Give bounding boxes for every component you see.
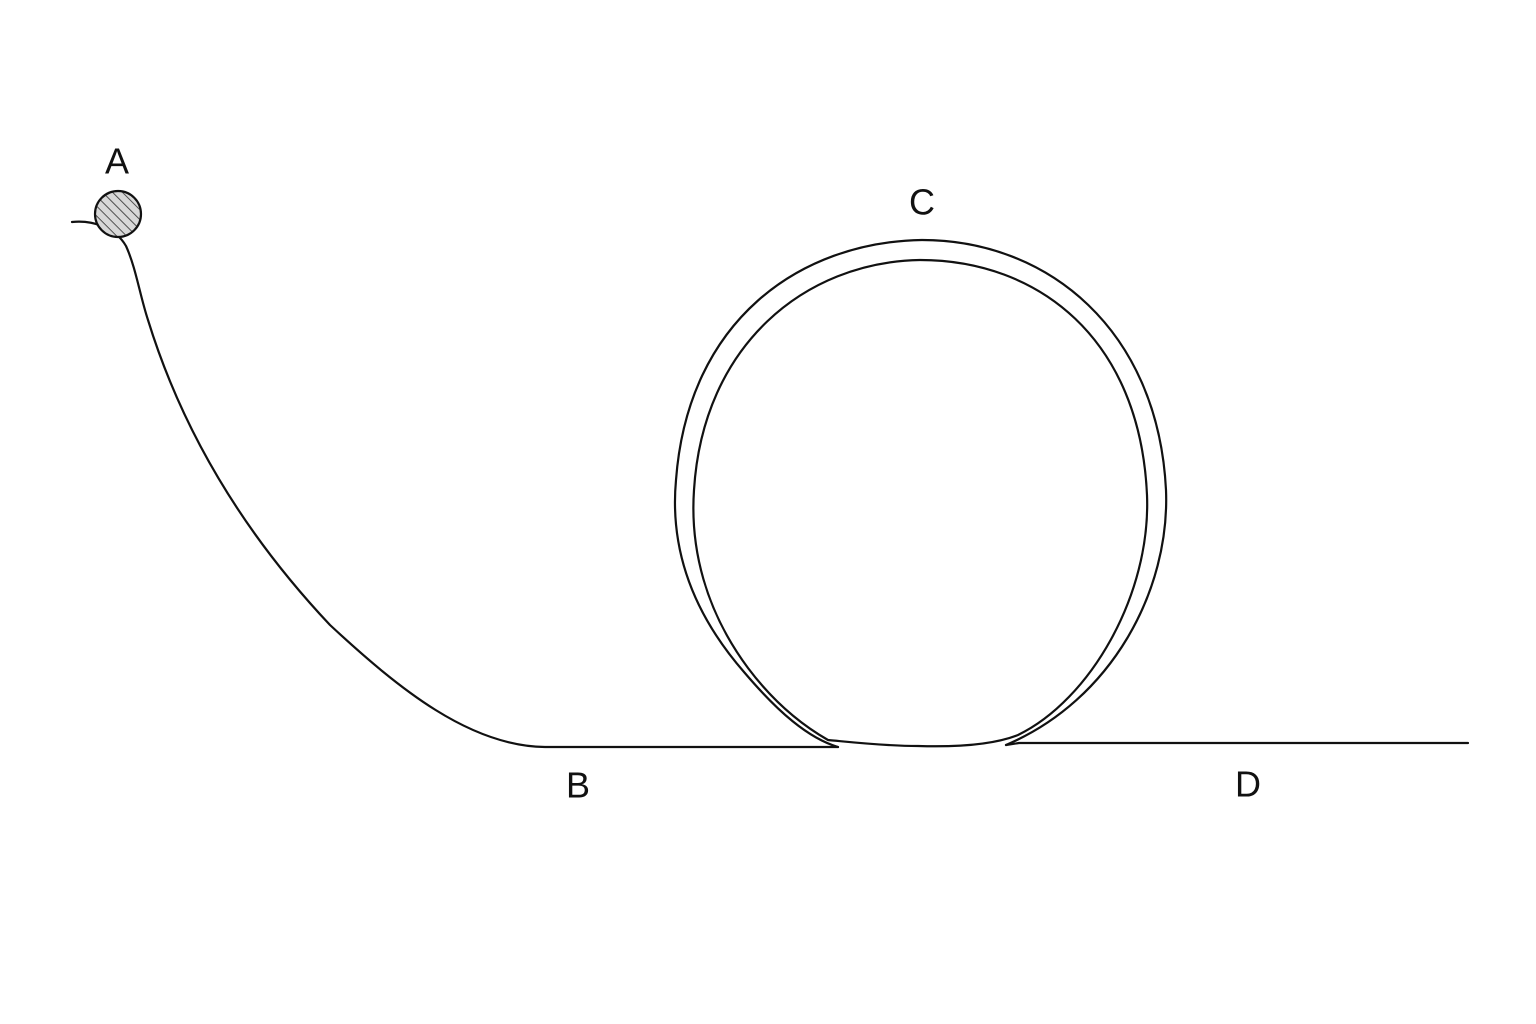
ball (93, 189, 143, 239)
ramp-curve (70, 220, 840, 749)
left-ramp (70, 220, 840, 749)
ball-circle (93, 189, 143, 239)
loop-inner-rail (692, 258, 1149, 748)
loop-track (673, 238, 1168, 749)
label-d: D (1235, 764, 1261, 805)
label-c: C (909, 182, 935, 223)
exit-straight (1004, 741, 1470, 747)
loop-outer-rail (673, 238, 1168, 749)
label-b: B (566, 765, 590, 806)
exit-track (1004, 741, 1470, 747)
label-a: A (105, 141, 129, 182)
